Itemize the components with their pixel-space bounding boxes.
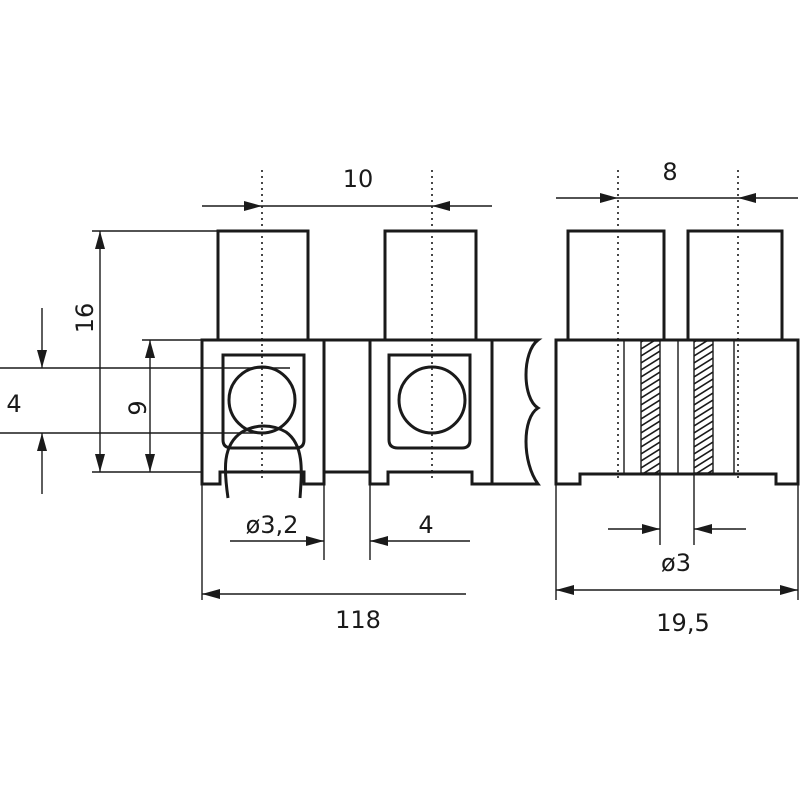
label-pin: ø3	[661, 549, 691, 577]
hatch-line	[694, 420, 713, 434]
front-cut-end	[492, 338, 543, 486]
hatch-line	[694, 455, 713, 469]
hatch-line	[641, 341, 656, 350]
label-opening: 9	[124, 400, 152, 415]
side-collar-right	[686, 229, 784, 342]
front-collar-left	[216, 229, 310, 342]
front-web	[324, 338, 370, 474]
hatch-line	[641, 434, 660, 448]
arrow-depth-right	[780, 585, 798, 595]
side-collar-left	[566, 229, 666, 342]
front-collar-right	[383, 229, 478, 342]
hatch-line	[694, 441, 713, 455]
arrow-height-bottom	[95, 454, 105, 472]
arrow-length	[202, 589, 220, 599]
arrow-side-pitch-right	[738, 193, 756, 203]
hatch-line	[694, 477, 713, 489]
screw-window-right	[387, 353, 472, 450]
label-gap: 4	[418, 511, 433, 539]
label-length: 118	[335, 606, 381, 634]
pin-right-hatching	[694, 341, 713, 496]
hatch-line	[641, 392, 660, 406]
dimension-labels: 10 8 16 9 4 ø3,2 4 118 ø3 19,5	[6, 158, 709, 637]
label-pitch: 10	[343, 165, 374, 193]
arrow-height-top	[95, 231, 105, 249]
hatch-line	[641, 371, 660, 385]
hatch-line	[641, 413, 660, 427]
hatch-line	[694, 343, 713, 357]
hatch-line	[641, 484, 660, 496]
hatch-line	[694, 364, 713, 378]
side-view	[554, 229, 800, 496]
hatch-line	[694, 413, 713, 427]
front-view	[200, 229, 543, 499]
hatch-line	[694, 406, 713, 420]
arrow-pin-right	[694, 524, 712, 534]
side-body	[554, 338, 800, 486]
front-unit-right	[368, 338, 494, 486]
arrow-offset-bottom	[37, 433, 47, 451]
arrow-pitch-right	[432, 201, 450, 211]
hatch-line	[641, 357, 660, 371]
front-unit-left	[200, 338, 326, 486]
hatch-line	[694, 448, 713, 462]
label-side-pitch: 8	[662, 158, 677, 186]
hatch-line	[694, 357, 713, 371]
hatch-line	[642, 462, 660, 473]
pin-left-hatching	[641, 341, 660, 496]
hatch-line	[641, 420, 660, 434]
hatch-line	[641, 455, 660, 469]
arrow-side-pitch-left	[600, 193, 618, 203]
hatch-line	[653, 469, 660, 473]
hatch-line	[706, 469, 713, 473]
wire-clamp-left	[223, 424, 303, 499]
arrow-gap	[370, 536, 388, 546]
hatch-line	[694, 378, 713, 392]
dimension-lines	[0, 193, 799, 600]
hatch-line	[641, 427, 660, 441]
hatch-line	[694, 427, 713, 441]
arrow-opening-bottom	[145, 454, 155, 472]
arrow-offset-top	[37, 350, 47, 368]
label-height: 16	[71, 303, 99, 334]
hatch-line	[641, 477, 660, 489]
hatch-line	[694, 392, 713, 406]
hatch-line	[694, 341, 709, 350]
hatch-line	[641, 441, 660, 455]
hatch-line	[641, 378, 660, 392]
label-offset: 4	[6, 390, 21, 418]
hatch-line	[641, 343, 660, 357]
hatch-line	[694, 371, 713, 385]
hatch-line	[641, 364, 660, 378]
arrow-opening-top	[145, 340, 155, 358]
arrow-depth-left	[556, 585, 574, 595]
screw-window-left	[221, 353, 306, 450]
arrow-pitch-left	[244, 201, 262, 211]
arrow-pin-left	[642, 524, 660, 534]
hatch-line	[694, 385, 713, 399]
hatch-line	[694, 399, 713, 413]
hatch-line	[641, 406, 660, 420]
hatch-line	[641, 385, 660, 399]
screw-hole-right	[397, 365, 467, 435]
label-depth: 19,5	[656, 609, 709, 637]
hatch-line	[641, 350, 660, 364]
hatch-line	[641, 399, 660, 413]
center-lines	[261, 170, 739, 480]
arrow-hole	[306, 536, 324, 546]
label-hole: ø3,2	[246, 511, 299, 539]
hatch-line	[694, 434, 713, 448]
hatch-line	[695, 462, 713, 473]
hatch-line	[694, 350, 713, 364]
hatch-line	[694, 484, 713, 496]
hatch-line	[641, 448, 660, 462]
